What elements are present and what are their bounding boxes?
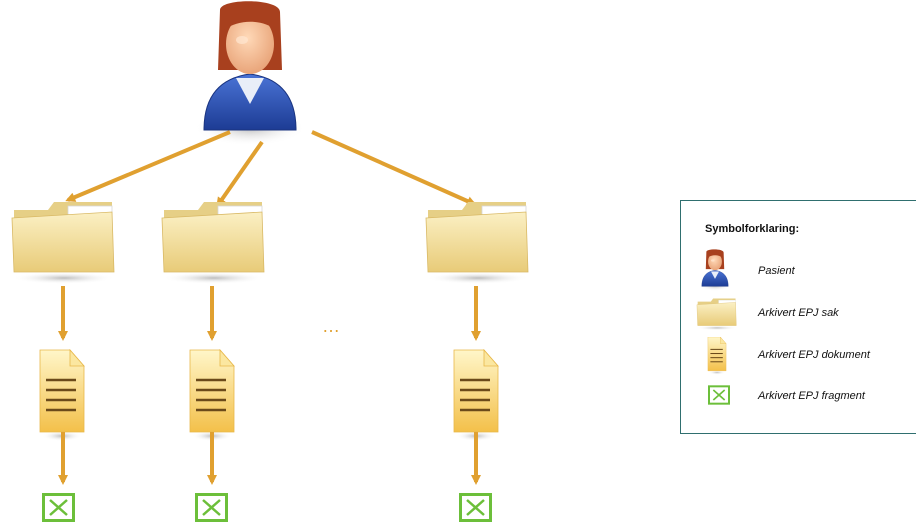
document-icon xyxy=(452,348,500,443)
folder-icon xyxy=(696,298,738,331)
folder-icon xyxy=(425,201,531,285)
fragment-box-icon xyxy=(459,493,492,522)
patient-person-icon xyxy=(193,0,307,147)
document-icon xyxy=(707,337,727,375)
document-icon xyxy=(188,348,236,443)
arrow-person-to-folder-2 xyxy=(216,140,264,208)
arrow-person-to-folder-3 xyxy=(311,130,477,206)
ellipsis: … xyxy=(322,316,342,336)
folder-icon xyxy=(161,201,267,285)
legend-label-fragment: Arkivert EPJ fragment xyxy=(758,390,865,402)
document-icon xyxy=(38,348,86,443)
legend-box: Symbolforklaring: Pasient Arkivert EPJ s… xyxy=(680,200,916,434)
fragment-box-icon xyxy=(195,493,228,522)
legend-title: Symbolforklaring: xyxy=(705,223,800,235)
legend-label-patient: Pasient xyxy=(758,265,795,277)
person-icon xyxy=(698,249,732,291)
fragment-box-icon xyxy=(42,493,75,522)
fragment-box-icon xyxy=(708,385,730,405)
folder-icon xyxy=(11,201,117,285)
legend-label-case: Arkivert EPJ sak xyxy=(758,307,839,319)
legend-label-document: Arkivert EPJ dokument xyxy=(758,349,870,361)
arrow-person-to-folder-1 xyxy=(65,130,231,202)
